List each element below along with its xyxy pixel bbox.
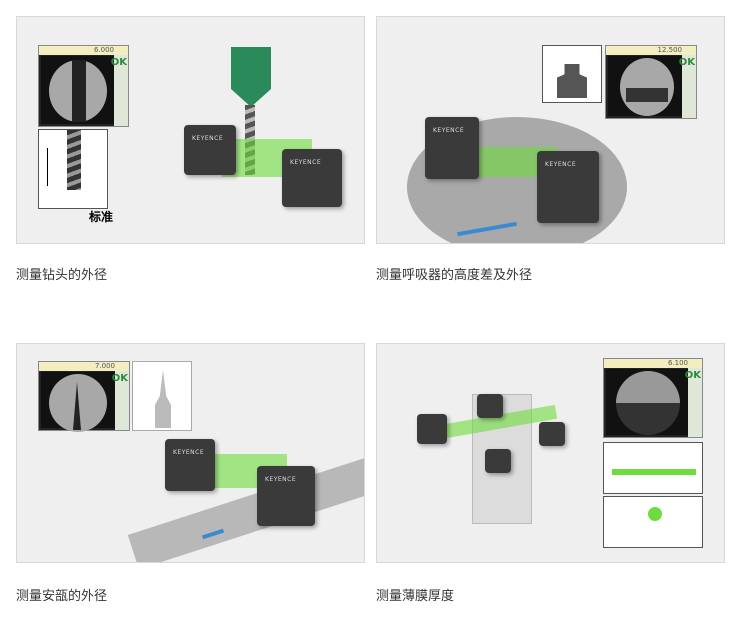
ok-badge: OK [110, 57, 127, 68]
drill-inset [38, 129, 108, 209]
caption: 测量呼吸器的高度差及外径 [376, 268, 533, 283]
caption: 测量安瓿的外径 [16, 589, 108, 604]
sensor-transmitter: KEYENCE [425, 117, 479, 179]
ok-badge: OK [111, 373, 128, 384]
ampoule-inset [132, 361, 192, 431]
sensor-transmitter: KEYENCE [184, 125, 236, 175]
respirator-inset [542, 45, 602, 103]
caption: 测量钻头的外径 [16, 268, 108, 283]
sensor-receiver: KEYENCE [257, 466, 315, 526]
sensor-receiver: KEYENCE [282, 149, 342, 207]
film-inset-bottom [603, 496, 703, 548]
drill-chuck [231, 47, 271, 107]
monitor-screen: 6.100 OK [603, 358, 703, 438]
sensor-transmitter: KEYENCE [165, 439, 215, 491]
film-inset-top [603, 442, 703, 494]
sensor-receiver: KEYENCE [537, 151, 599, 223]
monitor-screen: 6.000 OK [38, 45, 129, 127]
ok-badge: OK [678, 57, 695, 68]
standard-label: 标准 [89, 210, 114, 224]
sensor-bottom [485, 449, 511, 473]
caption: 测量薄膜厚度 [376, 589, 455, 604]
ampoule-measurement-image: 7.000 OK KEYENCE KEYENCE [16, 343, 365, 563]
ok-badge: OK [684, 370, 701, 381]
respirator-measurement-image: 12.500 OK KEYENCE KEYENCE [376, 16, 725, 244]
sensor-top [477, 394, 503, 418]
drill-measurement-image: 6.000 OK 标准 KEYENCE KEYENCE [16, 16, 365, 244]
monitor-screen: 7.000 OK [38, 361, 130, 432]
sensor-left [417, 414, 447, 444]
monitor-screen: 12.500 OK [605, 45, 697, 119]
sensor-right [539, 422, 565, 446]
film-measurement-image: 6.100 OK [376, 343, 725, 563]
